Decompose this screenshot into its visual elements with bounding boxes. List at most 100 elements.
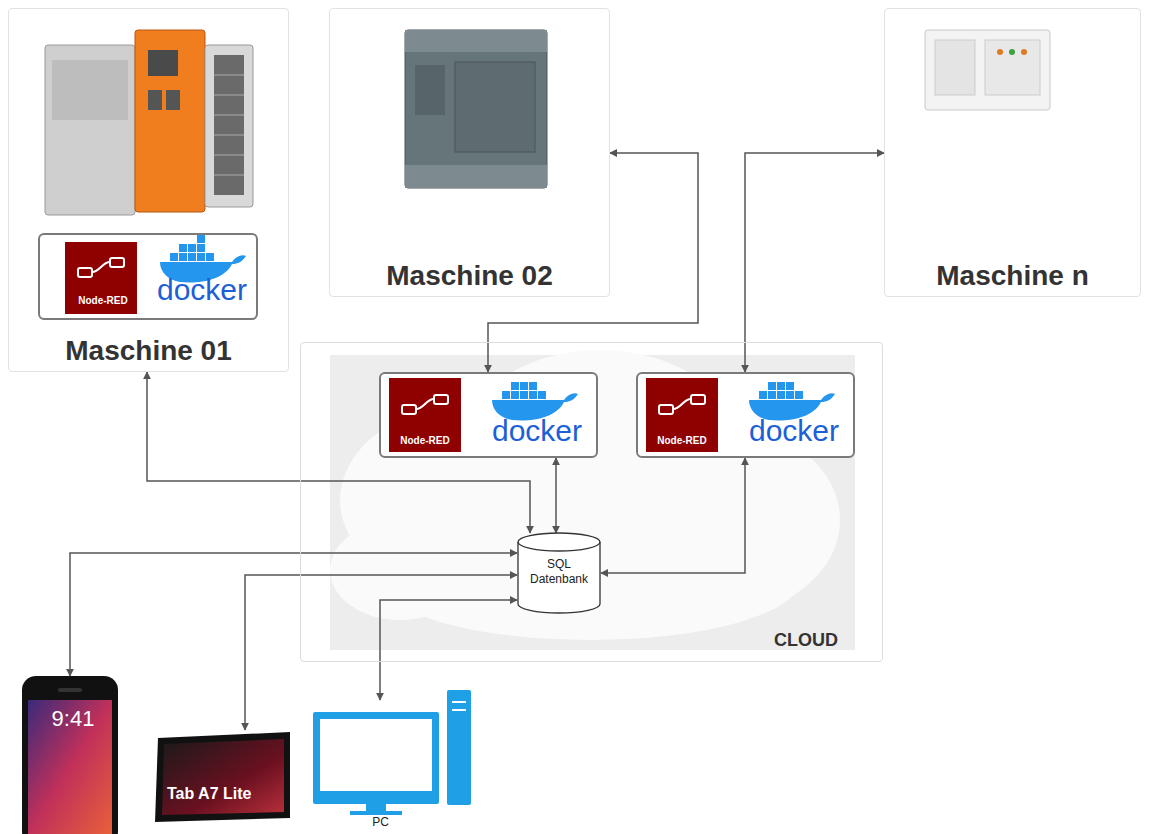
plc-device-grey-part <box>455 62 535 152</box>
logo-box-fill-part <box>39 234 257 319</box>
tablet-part <box>162 739 284 815</box>
docker-whale-part <box>188 244 196 252</box>
logo-box-fill-part <box>637 373 854 457</box>
docker-whale-part <box>529 391 537 399</box>
node-red-logo-part <box>646 378 718 452</box>
docker-whale-part <box>795 391 803 399</box>
cloud-ground <box>330 350 855 650</box>
node-red-logo-part <box>659 405 673 414</box>
container-box: Node-RED docker <box>636 372 855 458</box>
container-box: Node-REDdocker <box>379 372 598 458</box>
plc-device-orange-part <box>148 90 162 110</box>
node-label: Node-RED <box>646 435 718 447</box>
node-label: Maschine 01 <box>9 335 288 367</box>
connector-arrow <box>555 458 557 533</box>
desktop-pc-part <box>447 690 471 805</box>
docker-whale-part <box>768 382 776 390</box>
docker-whale-part <box>777 382 785 390</box>
docker-whale-part <box>502 391 510 399</box>
pc-node: PC <box>313 700 473 834</box>
plc-device-orange-part <box>214 95 244 96</box>
node-label: SQL Datenbank <box>521 557 597 587</box>
docker-whale-part <box>529 382 537 390</box>
node-red-logo-part <box>110 258 124 267</box>
node-red-logo-part <box>389 378 461 452</box>
docker-whale-part <box>170 253 178 261</box>
node-red-logo-part <box>402 405 416 414</box>
docker-whale-part <box>188 253 196 261</box>
plc-device-white-part <box>1009 49 1015 55</box>
docker-whale-part <box>520 382 528 390</box>
connector-arrow <box>245 575 517 730</box>
node-red-logo-part <box>673 399 691 409</box>
docker-whale-part <box>777 391 785 399</box>
node-red-logo-part <box>416 399 434 409</box>
plc-device-white <box>925 30 1050 110</box>
docker-whale-part <box>538 391 546 399</box>
plc-device-orange-part <box>214 55 244 195</box>
docker-whale-part <box>786 391 794 399</box>
plc-device-orange-part <box>214 135 244 136</box>
desktop-pc-part <box>320 719 432 791</box>
smartphone-node: 9:41 <box>22 676 124 834</box>
machine-panel: Maschine 01 Node-RED docker <box>8 8 289 372</box>
tablet <box>155 732 290 822</box>
node-label: Tab A7 Lite <box>167 784 251 804</box>
docker-whale-part <box>511 382 519 390</box>
tablet-part <box>155 732 290 822</box>
plc-device-grey <box>405 30 547 188</box>
desktop-pc-part <box>350 811 402 815</box>
node-sublabel: docker <box>157 273 247 307</box>
connector-arrow <box>601 458 745 573</box>
database-cylinder: SQL Datenbank <box>517 533 601 613</box>
connector-arrow <box>147 372 530 533</box>
desktop-pc <box>313 690 471 815</box>
plc-device-white-part <box>985 40 1040 95</box>
logo-box-fill-part <box>380 373 597 457</box>
node-label: CLOUD <box>774 629 838 651</box>
plc-device-grey-part <box>405 165 547 188</box>
node-label: Maschine n <box>885 260 1140 292</box>
node-label: Node-RED <box>67 295 139 307</box>
plc-device-white-part <box>1021 49 1027 55</box>
cylinder-body <box>518 533 600 613</box>
connector-arrow <box>70 553 517 676</box>
node-label: 9:41 <box>22 706 124 732</box>
plc-device-orange-part <box>135 30 205 212</box>
docker-whale-part <box>197 253 205 261</box>
plc-device-white-part <box>997 49 1003 55</box>
plc-device-grey-part <box>405 30 547 52</box>
plc-device-orange <box>45 30 253 215</box>
plc-device-orange-part <box>214 155 244 156</box>
plc-device-orange-part <box>214 115 244 116</box>
plc-device-orange-part <box>214 75 244 76</box>
cloud-ground-part <box>330 520 470 620</box>
container-box: Node-RED docker <box>38 233 258 320</box>
node-red-logo-part <box>691 395 705 404</box>
docker-whale-part <box>759 391 767 399</box>
desktop-pc-part <box>313 712 439 804</box>
node-sublabel: docker <box>749 414 839 448</box>
docker-whale-part <box>520 391 528 399</box>
smartphone-part <box>22 676 118 834</box>
smartphone-part <box>58 688 82 692</box>
docker-whale-part <box>179 253 187 261</box>
docker-whale-part <box>768 391 776 399</box>
plc-device-orange-part <box>148 50 178 76</box>
docker-whale-part <box>786 382 794 390</box>
desktop-pc-part <box>452 709 466 711</box>
docker-whale-part <box>511 391 519 399</box>
plc-device-grey-part <box>405 30 547 188</box>
plc-device-white-part <box>935 40 975 95</box>
docker-whale-part <box>206 253 214 261</box>
docker-whale-part <box>197 244 205 252</box>
node-label: Node-RED <box>389 435 461 447</box>
machine-panel: Maschine 02 <box>329 8 610 297</box>
plc-device-grey-part <box>415 65 445 115</box>
node-label: PC <box>313 815 448 830</box>
docker-whale <box>160 235 835 420</box>
plc-device-orange-part <box>45 45 135 215</box>
cloud-panel: CLOUDNode-REDdockerNode-REDdockerSQL Dat… <box>300 342 883 662</box>
connector-arrow <box>380 600 517 700</box>
